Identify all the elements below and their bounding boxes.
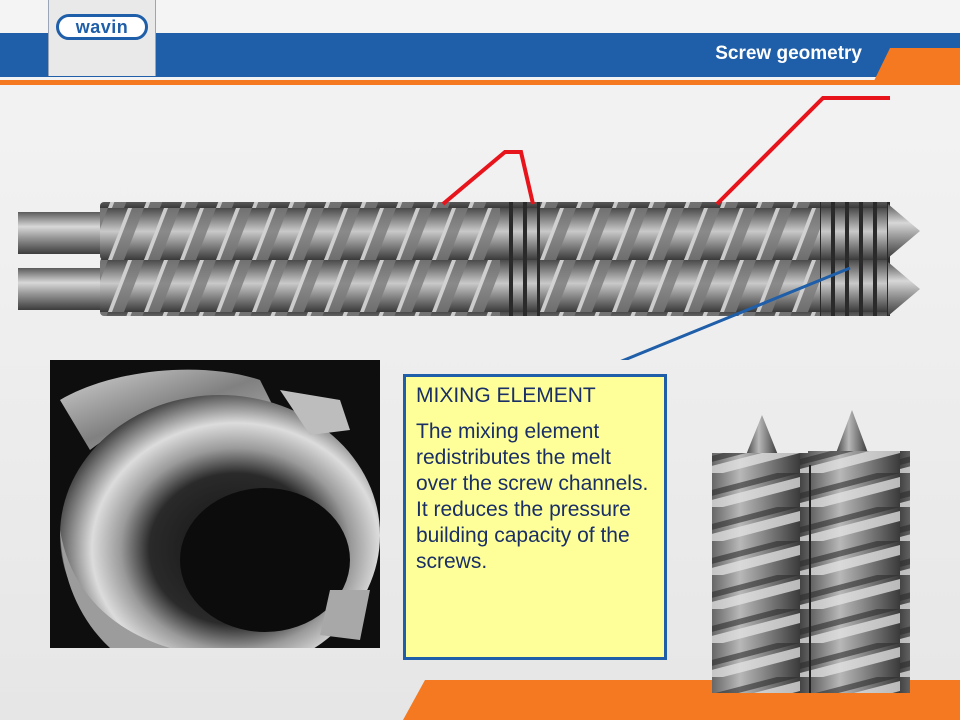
slide-header: wavin Screw geometry [0,0,960,90]
slide-title: Screw geometry [715,43,862,64]
blue-pointer-line [620,266,851,360]
wavin-logo: wavin [56,14,148,40]
callout-body: The mixing element redistributes the mel… [416,420,649,573]
red-pointer-line [441,150,535,206]
header-accent-line [0,80,960,85]
header-band [0,33,960,77]
mixing-element-photo [50,360,380,648]
header-accent-tab [872,48,960,85]
mixing-element-callout: MIXING ELEMENT The mixing element redist… [403,374,667,660]
screw-pair-image [712,410,910,693]
callout-heading: MIXING ELEMENT [416,384,596,407]
twin-screw-image [18,96,920,360]
red-pointer-line [715,96,890,206]
